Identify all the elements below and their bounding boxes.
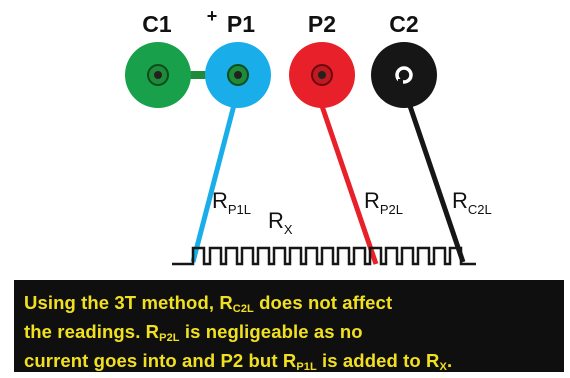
resistor-zigzag (172, 246, 476, 266)
terminal-p1-label: P1 (227, 11, 255, 37)
label-rp1l: RP1L (212, 188, 251, 217)
terminal-p2-hole (318, 71, 326, 79)
terminal-c2 (371, 42, 437, 108)
terminal-c2-socket (395, 66, 413, 84)
label-rx: RX (268, 208, 293, 237)
c1-p1-jumper (158, 71, 236, 79)
terminal-c1 (125, 42, 191, 108)
terminal-p1 (205, 42, 271, 108)
terminal-p1-polarity: + (207, 6, 218, 26)
label-rp2l: RP2L (364, 188, 403, 217)
caption-line-3: current goes into and P2 but RP1L is add… (24, 350, 453, 373)
caption-line-2: the readings. RP2L is negligeable as no (24, 321, 363, 344)
terminal-c2-label: C2 (389, 11, 418, 37)
lead-wire-p2 (319, 105, 379, 265)
lead-wire-p1 (190, 104, 237, 263)
lead-wire-c2 (407, 105, 466, 263)
terminal-c2-body (371, 42, 437, 108)
terminal-p2-label: P2 (308, 11, 336, 37)
terminal-p1-hole (234, 71, 242, 79)
caption-line-1: Using the 3T method, RC2L does not affec… (24, 292, 393, 315)
caption-box: Using the 3T method, RC2L does not affec… (14, 280, 564, 373)
terminal-p2 (289, 42, 355, 108)
label-rc2l: RC2L (452, 188, 492, 217)
terminal-c1-hole (154, 71, 162, 79)
terminal-c2-socket-notch (398, 79, 403, 84)
terminal-c1-label: C1 (142, 11, 172, 37)
